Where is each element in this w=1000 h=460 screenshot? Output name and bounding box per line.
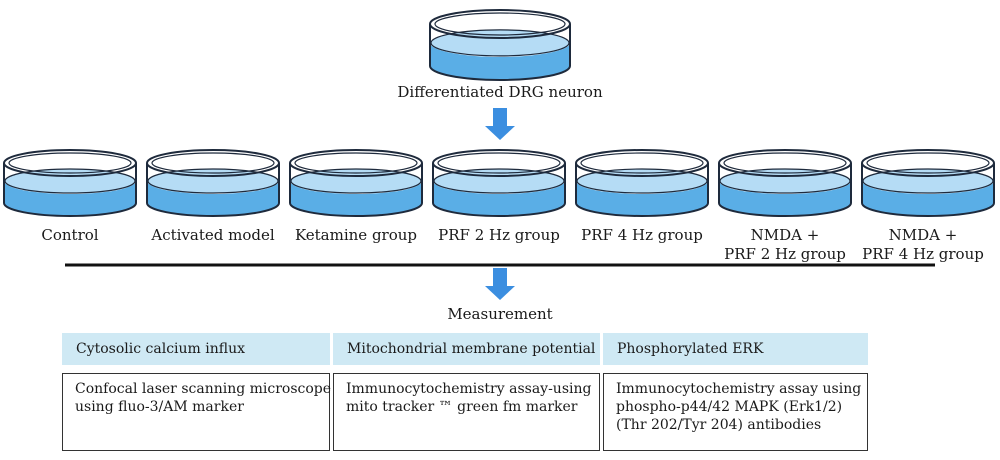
group-label: PRF 2 Hz group	[724, 245, 846, 263]
petri-dish-icon	[575, 149, 709, 217]
top-petri-dish	[429, 9, 571, 81]
petri-dish-icon	[3, 149, 137, 217]
method-box-mitochondrial: Immunocytochemistry assay-using mito tra…	[333, 373, 600, 451]
header-erk: Phosphorylated ERK	[603, 333, 868, 365]
method-box-erk: Immunocytochemistry assay using phospho-…	[603, 373, 868, 451]
petri-dish-icon	[432, 149, 566, 217]
group-label: PRF 4 Hz group	[862, 245, 984, 263]
petri-dish-icon	[146, 149, 280, 217]
group-label: PRF 4 Hz group	[581, 226, 703, 244]
header-calcium: Cytosolic calcium influx	[62, 333, 330, 365]
arrow-shape	[485, 108, 515, 140]
group-label: NMDA +	[750, 226, 820, 244]
group-label: Control	[41, 226, 99, 244]
method-box-calcium: Confocal laser scanning microscope using…	[62, 373, 332, 451]
petri-dish-icon	[289, 149, 423, 217]
arrow-down-icon	[485, 108, 515, 140]
group-dishes	[3, 149, 995, 217]
method-line: using fluo-3/AM marker	[75, 399, 244, 415]
method-line: Immunocytochemistry assay-using	[346, 381, 592, 397]
header-mitochondrial: Mitochondrial membrane potential	[333, 333, 600, 365]
petri-dish-icon	[861, 149, 995, 217]
arrow-down-icon	[485, 268, 515, 300]
group-label: NMDA +	[888, 226, 958, 244]
group-label: Ketamine group	[294, 226, 418, 244]
method-line: Immunocytochemistry assay using	[616, 381, 862, 397]
method-line: mito tracker ™ green fm marker	[346, 399, 578, 415]
measurement-label: Measurement	[447, 305, 553, 323]
petri-dish-icon	[718, 149, 852, 217]
method-line: Confocal laser scanning microscope	[75, 381, 332, 397]
petri-dish-icon	[429, 9, 571, 81]
method-line: (Thr 202/Tyr 204) antibodies	[616, 417, 822, 433]
method-line: phospho-p44/42 MAPK (Erk1/2)	[616, 399, 843, 415]
group-label: Activated model	[151, 226, 275, 244]
group-label: PRF 2 Hz group	[438, 226, 560, 244]
top-dish-label: Differentiated DRG neuron	[397, 83, 603, 101]
arrow-shape	[485, 268, 515, 300]
